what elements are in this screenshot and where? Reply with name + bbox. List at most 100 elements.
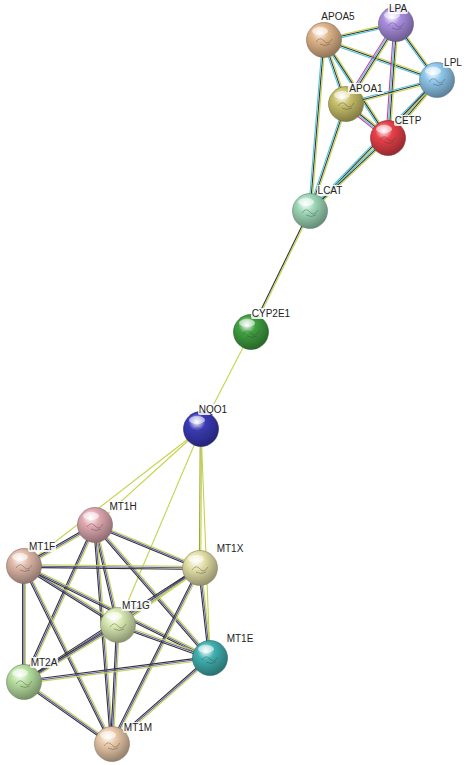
evidence-line bbox=[200, 584, 206, 642]
evidence-line bbox=[203, 584, 209, 642]
evidence-line bbox=[358, 115, 375, 129]
interaction-edge bbox=[404, 36, 428, 68]
protein-node: NQO1 bbox=[183, 411, 219, 447]
protein-ball bbox=[6, 548, 42, 584]
evidence-line bbox=[38, 633, 105, 673]
evidence-line bbox=[133, 632, 195, 654]
evidence-line bbox=[359, 114, 376, 128]
interaction-edge bbox=[123, 668, 199, 735]
evidence-line bbox=[257, 225, 302, 317]
interaction-edge bbox=[111, 641, 118, 728]
protein-node: LCAT bbox=[292, 193, 328, 229]
evidence-line bbox=[107, 440, 189, 515]
protein-node: MT1M bbox=[94, 726, 130, 762]
interaction-edge bbox=[36, 690, 99, 736]
protein-node: APOA5 bbox=[306, 22, 342, 58]
protein-label: APOA1 bbox=[348, 83, 383, 94]
interaction-edge bbox=[40, 659, 195, 682]
evidence-line bbox=[407, 36, 429, 66]
evidence-line bbox=[25, 582, 26, 666]
interaction-edge bbox=[387, 40, 397, 122]
protein-label: CETP bbox=[394, 115, 423, 126]
evidence-line bbox=[390, 40, 396, 122]
protein-node: CETP bbox=[370, 120, 406, 156]
evidence-line bbox=[37, 576, 186, 673]
protein-node: MT1H bbox=[77, 507, 113, 543]
evidence-line bbox=[37, 577, 186, 674]
protein-node: MT2A bbox=[6, 664, 42, 700]
evidence-line bbox=[387, 40, 393, 122]
evidence-line bbox=[405, 37, 427, 67]
evidence-line bbox=[132, 578, 188, 617]
interaction-edge bbox=[37, 632, 105, 675]
evidence-line bbox=[340, 29, 381, 38]
protein-ball bbox=[192, 640, 228, 676]
interaction-edge bbox=[118, 582, 194, 731]
evidence-line bbox=[123, 668, 197, 733]
interaction-edge bbox=[37, 439, 189, 556]
evidence-line bbox=[340, 27, 381, 36]
protein-node: LPA bbox=[378, 6, 414, 42]
evidence-line bbox=[38, 634, 105, 674]
protein-node: MT1G bbox=[100, 607, 136, 643]
interaction-edge bbox=[339, 26, 380, 38]
evidence-line bbox=[202, 445, 210, 642]
protein-label: LPL bbox=[443, 57, 463, 68]
evidence-line bbox=[199, 445, 201, 552]
evidence-line bbox=[109, 532, 184, 563]
protein-label: LPA bbox=[388, 3, 408, 14]
evidence-line bbox=[40, 660, 194, 680]
protein-ball bbox=[233, 314, 269, 350]
protein-ball bbox=[306, 22, 342, 58]
interaction-edge bbox=[40, 565, 184, 569]
interaction-edge bbox=[107, 440, 189, 515]
protein-node: LPL bbox=[419, 62, 455, 98]
evidence-line bbox=[32, 580, 106, 729]
interaction-edge bbox=[124, 444, 195, 611]
evidence-line bbox=[134, 629, 196, 651]
interaction-edge bbox=[37, 576, 188, 675]
protein-label: LCAT bbox=[317, 185, 344, 196]
evidence-line bbox=[23, 582, 24, 666]
evidence-line bbox=[120, 583, 194, 730]
protein-ball bbox=[100, 607, 136, 643]
evidence-line bbox=[202, 584, 208, 642]
protein-node: CYP2E1 bbox=[233, 314, 269, 350]
evidence-line bbox=[353, 36, 386, 89]
evidence-line bbox=[37, 691, 99, 735]
evidence-line bbox=[388, 40, 394, 122]
evidence-line bbox=[404, 38, 426, 68]
protein-node: MT1E bbox=[192, 640, 228, 676]
protein-label: MT1G bbox=[121, 600, 151, 611]
evidence-line bbox=[38, 690, 100, 734]
interaction-edge bbox=[199, 445, 201, 552]
interaction-edge bbox=[202, 445, 210, 642]
evidence-line bbox=[40, 568, 184, 570]
evidence-line bbox=[36, 692, 98, 736]
evidence-line bbox=[314, 119, 340, 196]
protein-label: MT1M bbox=[123, 722, 153, 733]
interaction-edge bbox=[200, 584, 209, 643]
protein-node: APOA1 bbox=[328, 86, 364, 122]
evidence-line bbox=[40, 659, 194, 679]
evidence-line bbox=[357, 116, 374, 130]
evidence-line bbox=[133, 630, 195, 652]
interaction-edge bbox=[37, 573, 105, 617]
protein-ball bbox=[292, 193, 328, 229]
protein-label: APOA5 bbox=[320, 11, 355, 22]
interaction-edge bbox=[133, 629, 196, 654]
protein-label: MT1F bbox=[28, 541, 56, 552]
protein-ball bbox=[77, 507, 113, 543]
evidence-line bbox=[22, 582, 23, 666]
protein-label: NQO1 bbox=[198, 404, 228, 415]
interaction-edge bbox=[339, 44, 423, 76]
protein-ball bbox=[183, 411, 219, 447]
protein-ball bbox=[182, 550, 218, 586]
evidence-line bbox=[111, 641, 115, 728]
interaction-edge bbox=[23, 582, 26, 666]
evidence-line bbox=[38, 578, 187, 675]
protein-label: MT1E bbox=[226, 633, 255, 644]
protein-label: CYP2E1 bbox=[251, 308, 291, 319]
evidence-line bbox=[310, 56, 321, 195]
